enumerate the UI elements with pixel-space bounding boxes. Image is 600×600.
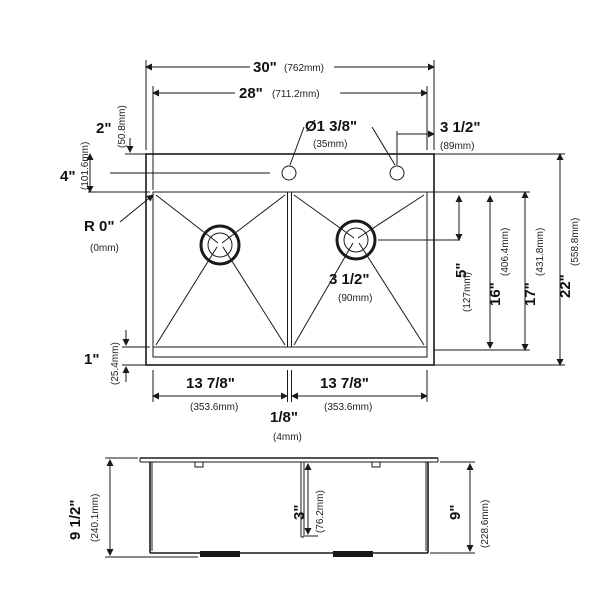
corner-radius-in: R 0": [84, 218, 114, 235]
divider-height-in: 3": [291, 505, 308, 520]
front-rim-mm: (25.4mm): [110, 342, 121, 385]
dim-bowl-height: 9" (228.6mm): [430, 461, 491, 554]
dim-divider-height: 3" (76.2mm): [291, 463, 326, 537]
left-drain-side: [200, 551, 240, 557]
dim-bowl-widths: 13 7/8" (353.6mm) 13 7/8" (353.6mm) 1/8"…: [152, 370, 428, 443]
left-bowl-in: 13 7/8": [186, 375, 235, 392]
dim-deck-depth: 4" (101.6mm): [60, 142, 270, 193]
sink-side-view: [139, 457, 439, 557]
dim-overall-width: 30" (762mm): [145, 59, 435, 150]
bowl-height-mm: (228.6mm): [480, 500, 491, 548]
deck-depth-mm: (101.6mm): [80, 142, 91, 190]
mount-clip-right: [371, 461, 381, 468]
bowl-depth-mm: (406.4mm): [500, 228, 511, 276]
basin-outline: [152, 191, 428, 358]
faucet-hole-mm: (35mm): [313, 139, 347, 150]
corner-radius-mm: (0mm): [90, 243, 119, 254]
front-rim-in: 1": [84, 351, 99, 368]
inner-depth-in: 17": [522, 282, 539, 306]
divider-height-mm: (76.2mm): [315, 490, 326, 533]
right-drain-side: [333, 551, 373, 557]
inner-width-in: 28": [239, 85, 263, 102]
inner-width-mm: (711.2mm): [272, 89, 320, 100]
dim-hole-offset: 3 1/2" (89mm): [396, 119, 480, 165]
drain-offset-in: 5": [453, 263, 470, 278]
divider-mm: (4mm): [273, 432, 302, 443]
overall-height-in: 9 1/2": [67, 500, 84, 540]
dim-front-rim: 1" (25.4mm): [84, 330, 150, 385]
dim-corner-radius: R 0" (0mm): [84, 194, 154, 254]
dim-deck-rim: 2" (50.8mm): [96, 105, 146, 155]
divider-in: 1/8": [270, 409, 298, 426]
dim-right-side: 5" (127mm) 16" (406.4mm) 17" (431.8mm) 2…: [427, 153, 581, 366]
faucet-hole-right: [389, 165, 405, 181]
right-bowl: [293, 194, 425, 346]
hole-offset-mm: (89mm): [440, 141, 474, 152]
right-bowl-mm: (353.6mm): [324, 402, 372, 413]
overall-width-mm: (762mm): [284, 63, 324, 74]
right-drain: [335, 219, 377, 261]
drain-offset-mm: (127mm): [462, 272, 473, 312]
hole-offset-in: 3 1/2": [440, 119, 480, 136]
overall-depth-mm: (558.8mm): [570, 218, 581, 266]
dim-drain: 3 1/2" (90mm): [329, 239, 460, 304]
left-bowl: [155, 194, 286, 346]
dim-overall-height: 9 1/2" (240.1mm): [67, 457, 198, 558]
sink-top-view: [145, 153, 435, 366]
drain-mm: (90mm): [338, 293, 372, 304]
right-bowl-in: 13 7/8": [320, 375, 369, 392]
faucet-hole-left: [281, 165, 297, 181]
deck-depth-in: 4": [60, 168, 75, 185]
overall-width-in: 30": [253, 59, 277, 76]
overall-height-mm: (240.1mm): [90, 494, 101, 542]
sink-outline: [145, 153, 435, 366]
overall-depth-in: 22": [557, 274, 574, 298]
dim-inner-width: 28" (711.2mm): [152, 85, 428, 190]
left-drain: [199, 224, 241, 266]
bowl-height-in: 9": [447, 505, 464, 520]
bowl-depth-in: 16": [487, 282, 504, 306]
mount-clip-left: [194, 461, 204, 468]
left-bowl-mm: (353.6mm): [190, 402, 238, 413]
deck-rim-in: 2": [96, 120, 111, 137]
drain-in: 3 1/2": [329, 271, 369, 288]
inner-depth-mm: (431.8mm): [535, 228, 546, 276]
deck-rim-mm: (50.8mm): [117, 105, 128, 148]
dim-faucet-hole: Ø1 3/8" (35mm): [289, 118, 396, 166]
faucet-hole-in: Ø1 3/8": [305, 118, 357, 135]
